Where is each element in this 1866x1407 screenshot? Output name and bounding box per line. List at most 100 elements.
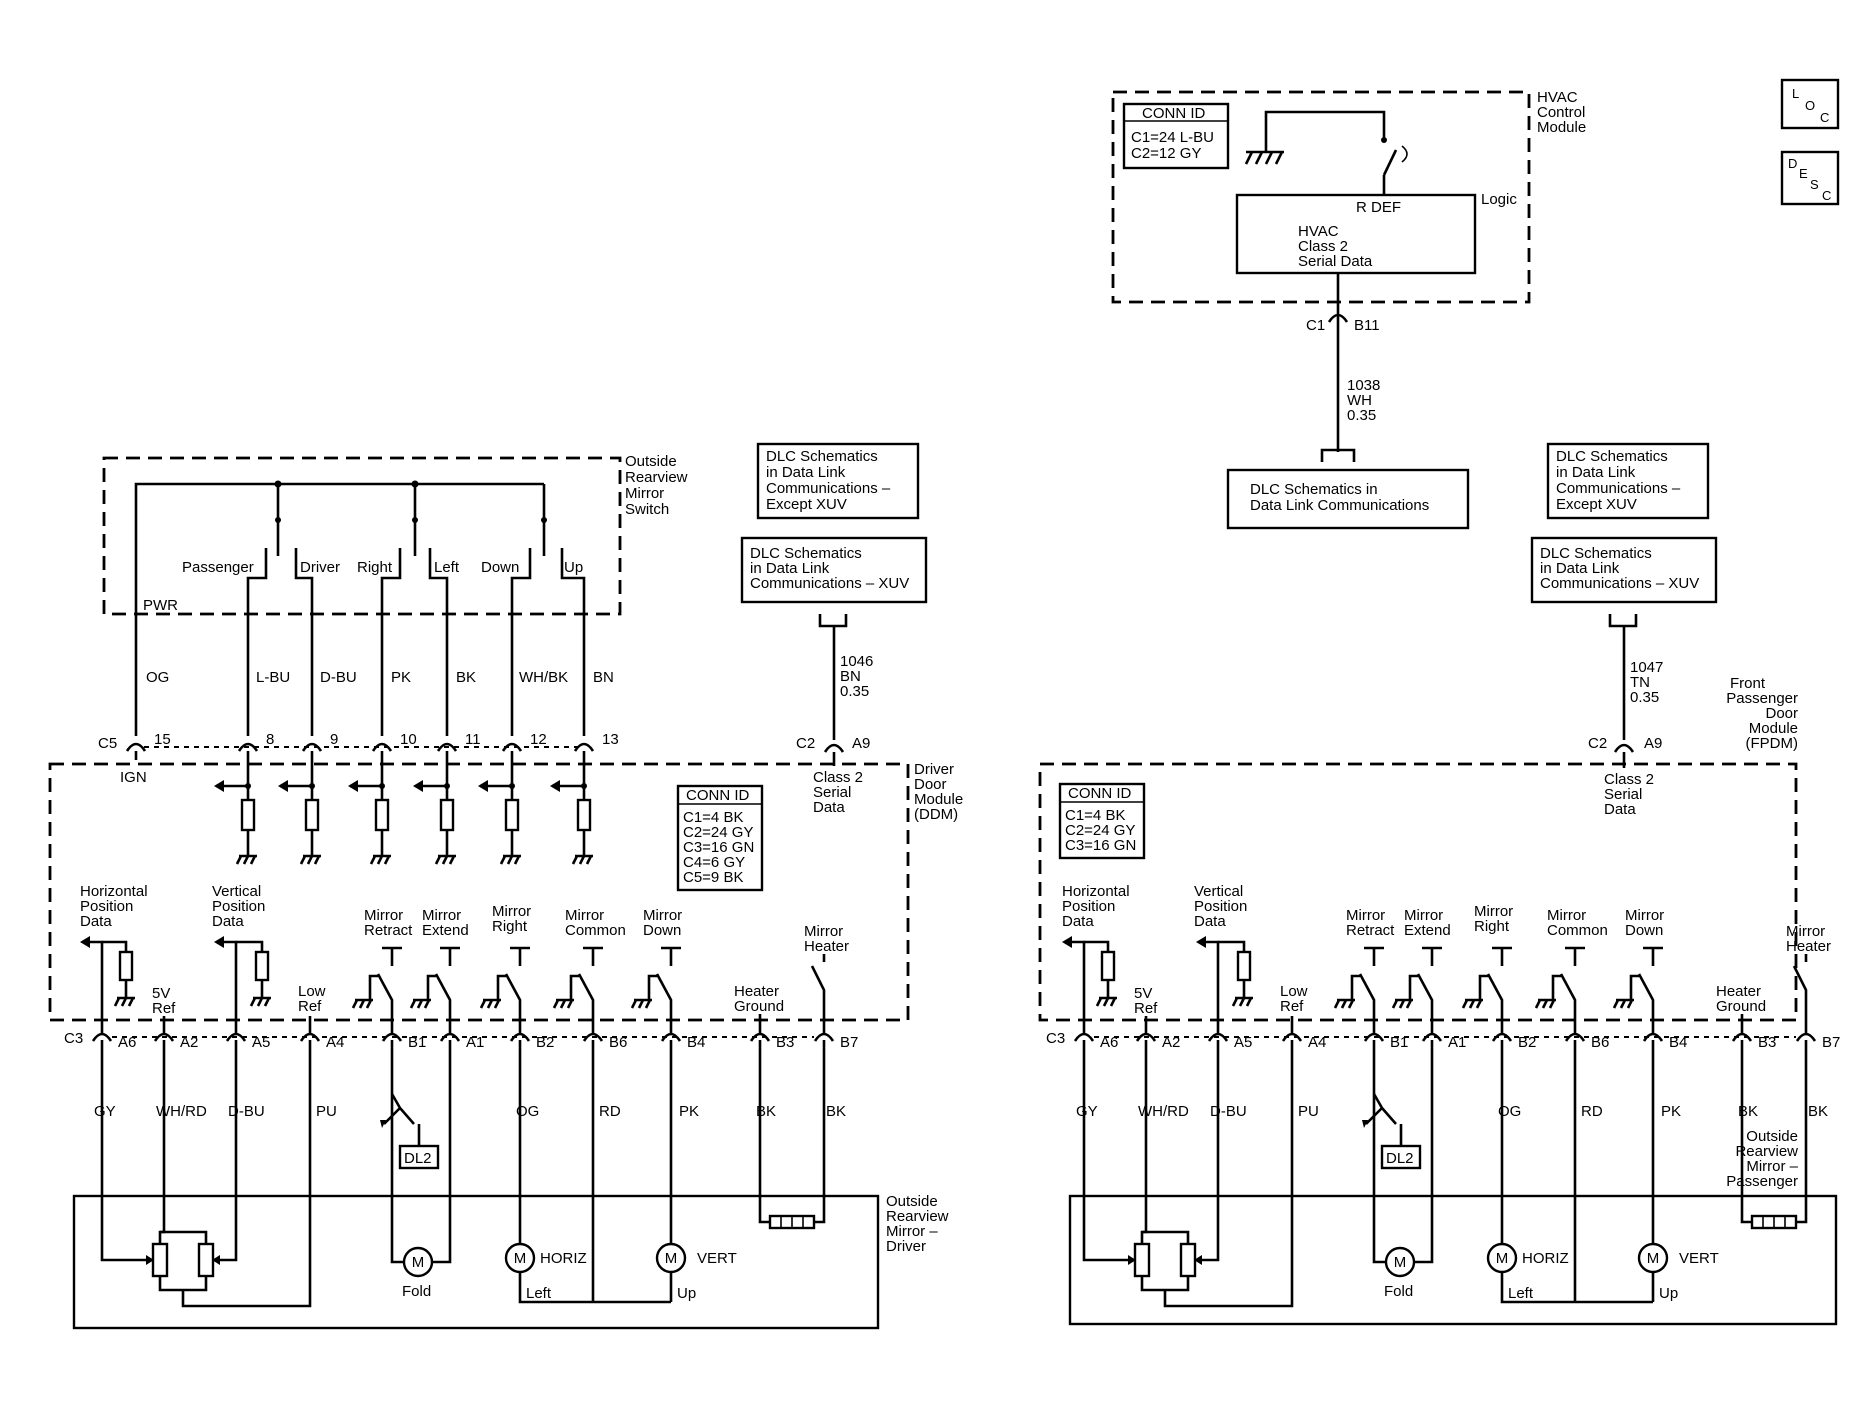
fpdm-label-4: Module [1749,720,1798,737]
driver-mirror-label-3: Mirror – [886,1223,938,1240]
hvac-control-module: HVAC Control Module CONN ID C1=24 L-BU C… [1111,89,1586,304]
ddm-heater-1: Mirror [804,923,843,940]
ddm-sw-2-2: Right [492,918,528,935]
hvac-dlc-line-2: Data Link Communications [1250,497,1429,514]
ddm-top-pin-13: 13 [602,731,619,748]
ddm-vpos-1: Vertical [212,883,261,900]
desc-badge-e: E [1799,166,1808,181]
fpdm-fold-label: Fold [1384,1283,1413,1300]
ddm-fold-m: M [412,1254,425,1271]
ddm-vpos-3: Data [212,913,244,930]
fpdm-pin-A1: A1 [1448,1034,1466,1051]
ddm-conn-id-title: CONN ID [686,787,750,804]
ddm-sw-0-1: Mirror [364,907,403,924]
driver-conn-c2: C2 [796,735,815,752]
ddm-sw-3-2: Common [565,922,626,939]
hvac-dlc-box[interactable]: DLC Schematics in Data Link Communicatio… [1226,468,1470,530]
ddm-label-3: Module [914,791,963,808]
pass-dlc-except-4: Except XUV [1556,496,1637,513]
passenger-dlc-xuv[interactable]: DLC Schematics in Data Link Communicatio… [1530,536,1718,604]
ddm-color-1: WH/RD [156,1103,207,1120]
hvac-inner-1: HVAC [1298,223,1339,240]
ddm-horiz-label: HORIZ [540,1250,587,1267]
passenger-dlc-except-xuv[interactable]: DLC Schematics in Data Link Communicatio… [1546,442,1710,520]
pass-dlc-except-1: DLC Schematics [1556,448,1668,465]
fpdm-color-3: PU [1298,1103,1319,1120]
driver-pin-a9: A9 [852,735,870,752]
fpdm-5v-1: 5V [1134,985,1152,1002]
ddm-sw-1-1: Mirror [422,907,461,924]
fpdm-hpos-2: Position [1062,898,1115,915]
ddm-color-0: GY [94,1103,116,1120]
fpdm-vpos-2: Position [1194,898,1247,915]
fpdm-label-3: Door [1765,705,1798,722]
pass-mirror-label-2: Rearview [1735,1143,1798,1160]
hvac-logic: Logic [1481,191,1517,208]
driver-dlc-xuv[interactable]: DLC Schematics in Data Link Communicatio… [740,536,928,604]
ddm-sw-1-2: Extend [422,922,469,939]
switch-pwr: PWR [143,597,178,614]
loc-badge[interactable]: L O C [1780,78,1840,130]
hvac-inner-2: Class 2 [1298,238,1348,255]
fpdm-label-2: Passenger [1726,690,1798,707]
fpdm-heater-1: Mirror [1786,923,1825,940]
ddm-color-8: BK [826,1103,846,1120]
pass-mirror-label-3: Mirror – [1746,1158,1798,1175]
fpdm-pin-A2: A2 [1162,1034,1180,1051]
switch-label-1: Outside [625,453,677,470]
wire-color-whbk: WH/BK [519,669,568,686]
ddm-5v-1: 5V [152,985,170,1002]
fpdm-conn-line-2: C2=24 GY [1065,822,1135,839]
pass-dlc-except-2: in Data Link [1556,464,1636,481]
mirror-switch: Outside Rearview Mirror Switch PWR Passe… [102,453,688,736]
ddm-up-label: Up [677,1285,696,1302]
fpdm-up-label: Up [1659,1285,1678,1302]
pass-conn-c2: C2 [1588,735,1607,752]
fpdm-sw-1-2: Extend [1404,922,1451,939]
ddm-label-2: Door [914,776,947,793]
fpdm-lowref-1: Low [1280,983,1308,1000]
pass-mirror-label-1: Outside [1746,1128,1798,1145]
ddm-hg-2: Ground [734,998,784,1015]
fpdm-fold-m: M [1394,1254,1407,1271]
ddm-lowref-1: Low [298,983,326,1000]
fpdm-sw-1-1: Mirror [1404,907,1443,924]
switch-label-2: Rearview [625,469,688,486]
fpdm-pin-B2: B2 [1518,1034,1536,1051]
fpdm-sw-0-2: Retract [1346,922,1395,939]
fpdm-hpos-3: Data [1062,913,1094,930]
ddm-c3: C3 [64,1030,83,1047]
fpdm-hg-2: Ground [1716,998,1766,1015]
ddm-horiz-m: M [514,1250,527,1267]
ddm-color-4: OG [516,1103,539,1120]
driver-dlc-except-4: Except XUV [766,496,847,513]
wire-color-bn: BN [593,669,614,686]
ddm-lowref-2: Ref [298,998,322,1015]
fpdm-pin-A5: A5 [1234,1034,1252,1051]
ddm-hpos-2: Position [80,898,133,915]
ddm-dl2: DL2 [404,1150,432,1167]
fpdm-pin-B6: B6 [1591,1034,1609,1051]
driver-class2-2: Serial [813,784,851,801]
pass-class2-1: Class 2 [1604,771,1654,788]
driver-class2-3: Data [813,799,845,816]
front-passenger-door-module: Front Passenger Door Module (FPDM) CONN … [1038,675,1798,1022]
hvac-conn-id-box: CONN ID C1=24 L-BU C2=12 GY [1122,102,1230,170]
pass-dlc-except-3: Communications – [1556,480,1681,497]
desc-badge-s: S [1810,177,1819,192]
fpdm-lowref-2: Ref [1280,998,1304,1015]
ddm-top-pin-11: 11 [465,731,481,748]
ddm-pin-B1: B1 [408,1034,426,1051]
ddm-pin-A6: A6 [118,1034,136,1051]
ddm-top-pin-15: 15 [154,731,171,748]
driver-dlc-except-2: in Data Link [766,464,846,481]
desc-badge[interactable]: D E S C [1780,150,1840,206]
wire-color-lbu: L-BU [256,669,290,686]
fpdm-c3: C3 [1046,1030,1065,1047]
driver-dlc-except-xuv[interactable]: DLC Schematics in Data Link Communicatio… [756,442,920,520]
switch-pos-right: Right [357,559,393,576]
ddm-conn-line-1: C1=4 BK [683,809,743,826]
fpdm-conn-line-3: C3=16 GN [1065,837,1136,854]
